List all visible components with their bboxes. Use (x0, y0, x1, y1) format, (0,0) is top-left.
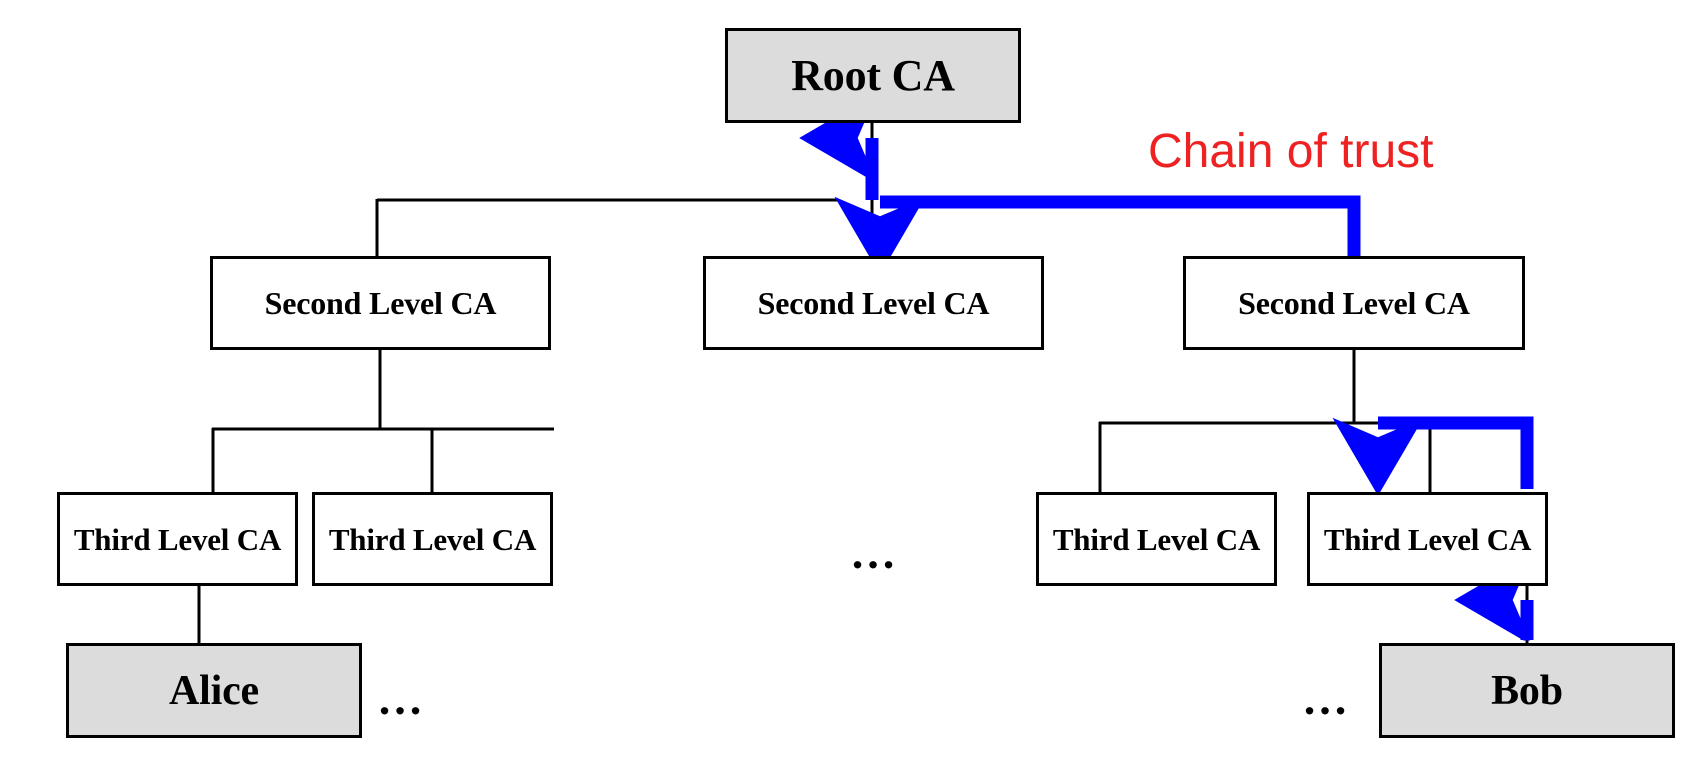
node-label: Second Level CA (264, 285, 497, 321)
node-bob[interactable]: Bob (1379, 643, 1675, 738)
ellipsis-mid-third-level: … (850, 527, 896, 578)
node-third-level-ca-4[interactable]: Third Level CA (1307, 492, 1548, 586)
node-third-level-ca-1[interactable]: Third Level CA (57, 492, 298, 586)
node-root-ca[interactable]: Root CA (725, 28, 1021, 123)
node-label: Second Level CA (757, 285, 990, 321)
ellipsis-left-of-bob: … (1302, 673, 1348, 724)
node-label: Alice (169, 667, 259, 714)
node-second-level-ca-2[interactable]: Second Level CA (703, 256, 1044, 350)
chain-segment-third-level-ca-to-second-level-ca (1378, 416, 1534, 489)
node-second-level-ca-1[interactable]: Second Level CA (210, 256, 551, 350)
ellipsis-right-of-alice: … (377, 673, 423, 724)
node-label: Third Level CA (1052, 521, 1261, 557)
node-label: Second Level CA (1238, 285, 1470, 321)
node-label: Bob (1491, 667, 1563, 714)
node-third-level-ca-3[interactable]: Third Level CA (1036, 492, 1277, 586)
node-alice[interactable]: Alice (66, 643, 362, 738)
node-label: Third Level CA (328, 521, 537, 557)
node-label: Third Level CA (73, 521, 282, 557)
node-label: Root CA (791, 50, 955, 100)
node-second-level-ca-3[interactable]: Second Level CA (1183, 256, 1525, 350)
node-label: Third Level CA (1323, 521, 1532, 557)
chain-of-trust-annotation: Chain of trust (1148, 125, 1434, 178)
node-third-level-ca-2[interactable]: Third Level CA (312, 492, 553, 586)
